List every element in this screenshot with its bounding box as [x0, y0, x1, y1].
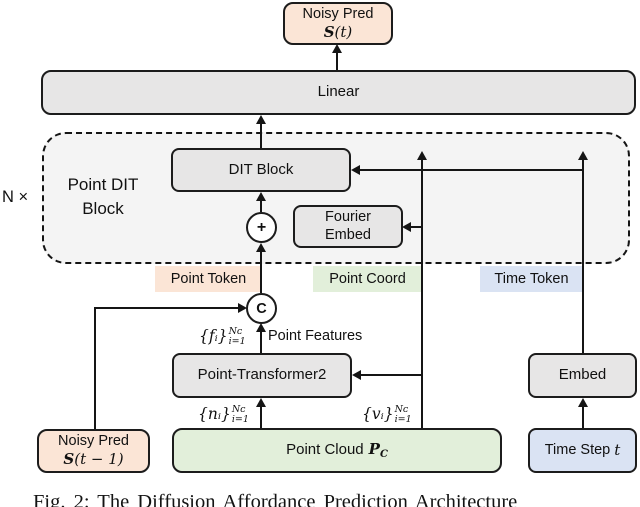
- point-cloud-box: Point Cloud PC: [172, 428, 502, 473]
- views-sub: i=1: [394, 414, 412, 425]
- figure-caption: Fig. 2: The Diffusion Affordance Predict…: [33, 491, 518, 507]
- edge-coord-to-pt2: [360, 374, 423, 376]
- edge-noisyprev-up: [94, 307, 96, 429]
- normals-scripts: Nᴄ i=1: [232, 405, 249, 425]
- time-step-box: Time Step t: [528, 428, 637, 473]
- edge-pointcloud-to-pt2: [260, 400, 262, 428]
- edge-point-coord-line: [421, 153, 423, 428]
- arrowhead-into-embed: [578, 398, 588, 407]
- views-sup: Nᴄ: [394, 404, 409, 416]
- time-token-tag: Time Token: [480, 266, 583, 292]
- arrowhead-into-noisypred: [332, 44, 342, 53]
- point-token-tag: Point Token: [155, 266, 262, 292]
- arrowhead-into-dit: [256, 192, 266, 201]
- repeat-count-label: N ×: [2, 188, 29, 206]
- point-cloud-label: Point Cloud: [286, 441, 364, 459]
- noisy-pred-prev-args: (t − 1): [74, 450, 124, 469]
- edge-time-token-line: [582, 153, 584, 353]
- time-step-symbol: t: [614, 441, 621, 460]
- point-transformer-label: Point-Transformer2: [197, 366, 327, 384]
- features-body: {fᵢ}: [199, 327, 228, 346]
- fourier-embed-line1: Fourier: [325, 209, 371, 226]
- features-sub: i=1: [228, 336, 246, 347]
- noisy-pred-t-symbol: S: [323, 22, 335, 41]
- edge-timestep-to-embed: [582, 400, 584, 428]
- arrowhead-into-pt2-right: [352, 370, 361, 380]
- views-set-label: {vᵢ} Nᴄ i=1: [362, 402, 412, 428]
- point-transformer-box: Point-Transformer2: [172, 353, 352, 398]
- noisy-pred-t-math: S(t): [324, 23, 353, 43]
- edge-concat-to-plus: [260, 245, 262, 293]
- normals-body: {nᵢ}: [198, 405, 231, 424]
- dit-block-label: DIT Block: [228, 160, 294, 178]
- concat-node: C: [246, 293, 277, 324]
- plus-symbol: +: [256, 218, 267, 236]
- noisy-pred-prev-math: S(t − 1): [63, 450, 123, 470]
- views-body: {vᵢ}: [362, 405, 394, 424]
- features-scripts: Nᴄ i=1: [229, 327, 246, 347]
- normals-set-label: {nᵢ} Nᴄ i=1: [198, 402, 249, 428]
- normals-sup: Nᴄ: [231, 404, 246, 416]
- point-cloud-subscript: C: [379, 448, 388, 460]
- fourier-embed-line2: Embed: [325, 226, 371, 243]
- arrowhead-into-dit-right: [351, 165, 360, 175]
- noisy-pred-t-title: Noisy Pred: [302, 5, 374, 22]
- plus-node: +: [246, 212, 277, 243]
- arrowhead-into-concat: [256, 323, 266, 332]
- linear-label: Linear: [317, 83, 360, 101]
- container-title-line1: Point DIT: [67, 175, 139, 194]
- edge-noisyprev-to-concat: [94, 307, 239, 309]
- edge-pt2-to-concat: [260, 325, 262, 353]
- noisy-pred-t-box: Noisy Pred S(t): [283, 2, 393, 45]
- point-coord-tag: Point Coord: [313, 266, 422, 292]
- arrowhead-time-token-up: [578, 151, 588, 160]
- noisy-pred-prev-title: Noisy Pred: [58, 433, 129, 450]
- edge-coord-to-fourier: [410, 226, 423, 228]
- container-title-line2: Block: [82, 198, 124, 218]
- arrowhead-into-concat-left: [238, 303, 247, 313]
- fourier-embed-box: Fourier Embed: [293, 205, 403, 248]
- point-features-caption: Point Features: [268, 328, 363, 344]
- noisy-pred-prev-box: Noisy Pred S(t − 1): [37, 429, 150, 473]
- point-cloud-symbol: P: [368, 439, 380, 458]
- embed-box: Embed: [528, 353, 637, 398]
- edge-plus-to-dit: [260, 194, 262, 212]
- features-sup: Nᴄ: [228, 326, 243, 338]
- embed-label: Embed: [558, 366, 607, 384]
- normals-sub: i=1: [231, 414, 249, 425]
- noisy-pred-t-args: (t): [334, 22, 353, 41]
- arrowhead-into-plus: [256, 243, 266, 252]
- time-step-label: Time Step: [544, 442, 611, 459]
- edge-time-to-dit: [359, 169, 584, 171]
- dit-block-box: DIT Block: [171, 148, 351, 192]
- arrowhead-into-fourier: [402, 222, 411, 232]
- arrowhead-into-linear: [256, 115, 266, 124]
- edge-dit-to-linear: [260, 117, 262, 148]
- arrowhead-into-pt2: [256, 398, 266, 407]
- views-scripts: Nᴄ i=1: [395, 405, 412, 425]
- point-features-set-label: {fᵢ} Nᴄ i=1: [199, 324, 246, 350]
- linear-box: Linear: [41, 70, 636, 115]
- arrowhead-point-coord-up: [417, 151, 427, 160]
- edge-linear-to-noisypred: [336, 46, 338, 70]
- noisy-pred-prev-symbol: S: [63, 450, 75, 469]
- container-title: Point DIT Block: [55, 173, 151, 221]
- point-cloud-math: PC: [369, 440, 388, 462]
- concat-symbol: C: [256, 300, 267, 317]
